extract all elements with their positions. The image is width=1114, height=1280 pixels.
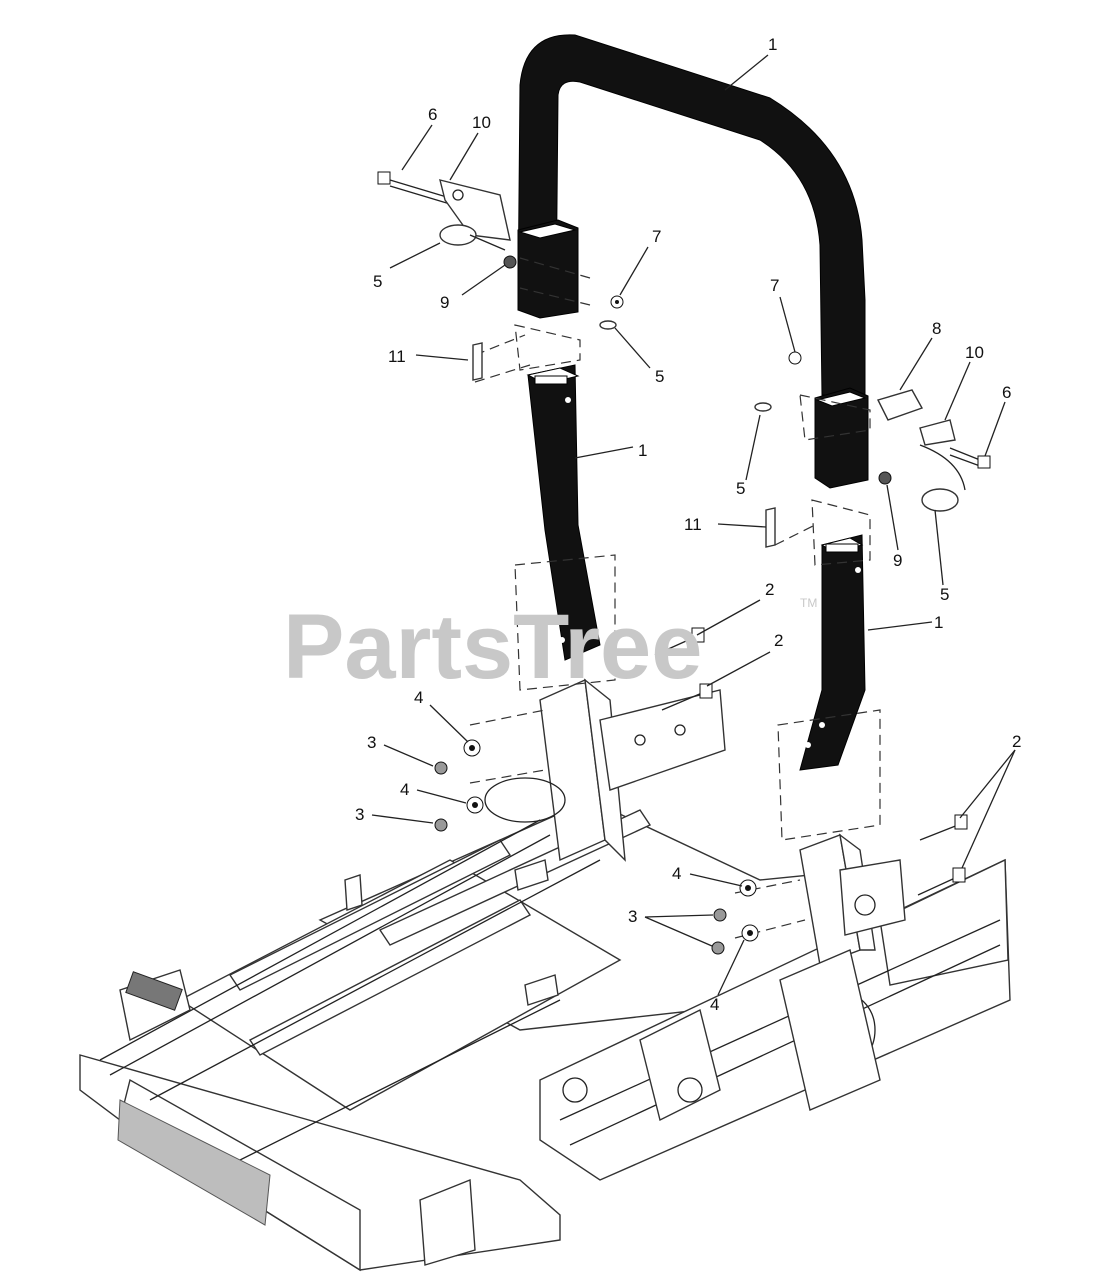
callout-label: 8 xyxy=(932,319,941,338)
callout-label: 2 xyxy=(774,631,783,650)
callouts: 1 6 10 5 9 7 5 11 1 7 8 10 6 5 11 9 5 2 … xyxy=(355,35,1021,1014)
callout-label: 4 xyxy=(710,995,719,1014)
callout-label: 4 xyxy=(414,688,423,707)
callout-label: 4 xyxy=(400,780,409,799)
callout-label: 2 xyxy=(765,580,774,599)
callout-label: 11 xyxy=(388,347,406,366)
callout-label: 5 xyxy=(940,585,949,604)
callout-label: 3 xyxy=(367,733,376,752)
callout-label: 6 xyxy=(1002,383,1011,402)
callout-label: 5 xyxy=(655,367,664,386)
callout-label: 7 xyxy=(770,276,779,295)
assembly-guides xyxy=(469,257,881,939)
callout-label: 6 xyxy=(428,105,437,124)
watermark: PartsTree TM xyxy=(283,596,817,698)
bolt-icon xyxy=(377,171,451,205)
callout-label: 2 xyxy=(1012,732,1021,751)
rops-right-leg xyxy=(799,534,866,771)
callout-label: 10 xyxy=(965,343,984,362)
callout-label: 3 xyxy=(628,907,637,926)
watermark-trademark: TM xyxy=(800,596,817,610)
rops-upper-hoop xyxy=(517,34,869,489)
leader-lines xyxy=(371,54,1016,996)
callout-label: 10 xyxy=(472,113,491,132)
watermark-text: PartsTree xyxy=(283,596,702,698)
callout-label: 3 xyxy=(355,805,364,824)
mower-frame xyxy=(79,678,1011,1272)
hardware xyxy=(377,171,991,955)
callout-label: 5 xyxy=(373,272,382,291)
rops-left-leg xyxy=(526,364,601,661)
callout-label: 9 xyxy=(440,293,449,312)
callout-label: 9 xyxy=(893,551,902,570)
callout-label: 7 xyxy=(652,227,661,246)
callout-label: 1 xyxy=(768,35,777,54)
callout-label: 1 xyxy=(934,613,943,632)
callout-label: 1 xyxy=(638,441,647,460)
callout-label: 5 xyxy=(736,479,745,498)
callout-label: 4 xyxy=(672,864,681,883)
callout-label: 11 xyxy=(684,515,702,534)
